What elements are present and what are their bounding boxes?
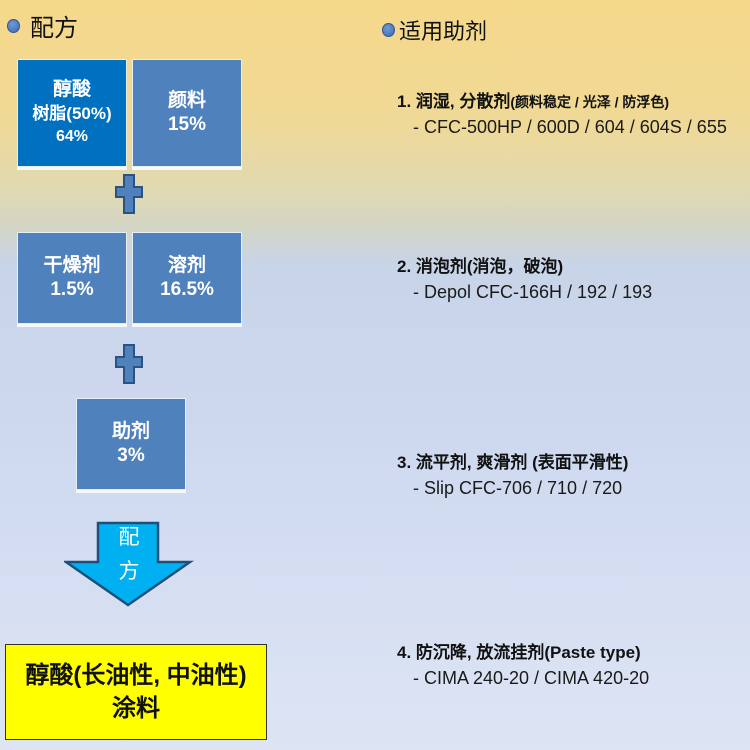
additive-products: - CIMA 240-20 / CIMA 420-20	[413, 668, 650, 688]
additive-title: 2. 消泡剂(消泡，破泡)	[397, 257, 564, 276]
arrow-label-line1: 配	[118, 525, 140, 549]
ingredient-solvent: 溶剂 16.5%	[132, 232, 242, 324]
additive-title: 1. 润湿, 分散剂(颜料稳定 / 光泽 / 防浮色)	[397, 92, 670, 111]
ingredient-percent: 1.5%	[50, 279, 94, 300]
ingredient-drier: 干燥剂 1.5%	[17, 232, 127, 324]
additives-heading-text: 适用助剂	[399, 20, 488, 45]
bullet-circle-icon	[382, 23, 395, 37]
ingredient-percent: 16.5%	[160, 279, 214, 300]
ingredient-alkyd-resin: 醇酸 树脂(50%) 64%	[17, 59, 127, 167]
additive-item-1: 1. 润湿, 分散剂(颜料稳定 / 光泽 / 防浮色) - CFC-500HP …	[397, 90, 727, 140]
additive-item-4: 4. 防沉降, 放流挂剂(Paste type) - CIMA 240-20 /…	[397, 641, 649, 691]
ingredient-percent: 15%	[167, 114, 207, 135]
bullet-circle-icon	[7, 18, 20, 33]
arrow-label-line2: 方	[118, 559, 140, 583]
ingredient-name: 干燥剂	[43, 255, 101, 276]
formula-heading-text: 配方	[30, 14, 78, 42]
ingredient-name: 助剂	[111, 421, 150, 442]
result-line2: 涂料	[112, 695, 160, 722]
additive-products: - CFC-500HP / 600D / 604 / 604S / 655	[413, 117, 727, 137]
additive-item-2: 2. 消泡剂(消泡，破泡) - Depol CFC-166H / 192 / 1…	[397, 255, 652, 305]
ingredient-percent: 64%	[55, 128, 89, 145]
ingredient-name: 溶剂	[167, 255, 206, 276]
formula-heading: 配方	[7, 8, 78, 43]
additives-heading: 适用助剂	[382, 14, 487, 46]
ingredient-pigment: 颜料 15%	[132, 59, 242, 167]
result-box: 醇酸(长油性, 中油性) 涂料	[5, 644, 267, 740]
ingredient-additive: 助剂 3%	[76, 398, 186, 490]
additive-title: 4. 防沉降, 放流挂剂(Paste type)	[397, 643, 641, 662]
additive-products: - Slip CFC-706 / 710 / 720	[413, 478, 623, 498]
additive-title: 3. 流平剂, 爽滑剂 (表面平滑性)	[397, 453, 629, 472]
additive-item-3: 3. 流平剂, 爽滑剂 (表面平滑性) - Slip CFC-706 / 710…	[397, 451, 628, 501]
ingredient-name-2: 树脂(50%)	[32, 104, 112, 123]
plus-icon	[115, 344, 143, 384]
result-line1: 醇酸(长油性, 中油性)	[25, 662, 247, 689]
ingredient-percent: 3%	[117, 445, 145, 466]
ingredient-name: 颜料	[167, 90, 206, 111]
arrow-label: 配 方	[112, 520, 146, 588]
ingredient-name: 醇酸	[52, 79, 91, 100]
additive-products: - Depol CFC-166H / 192 / 193	[413, 282, 653, 302]
down-arrow-icon	[64, 521, 194, 607]
plus-icon	[115, 174, 143, 214]
